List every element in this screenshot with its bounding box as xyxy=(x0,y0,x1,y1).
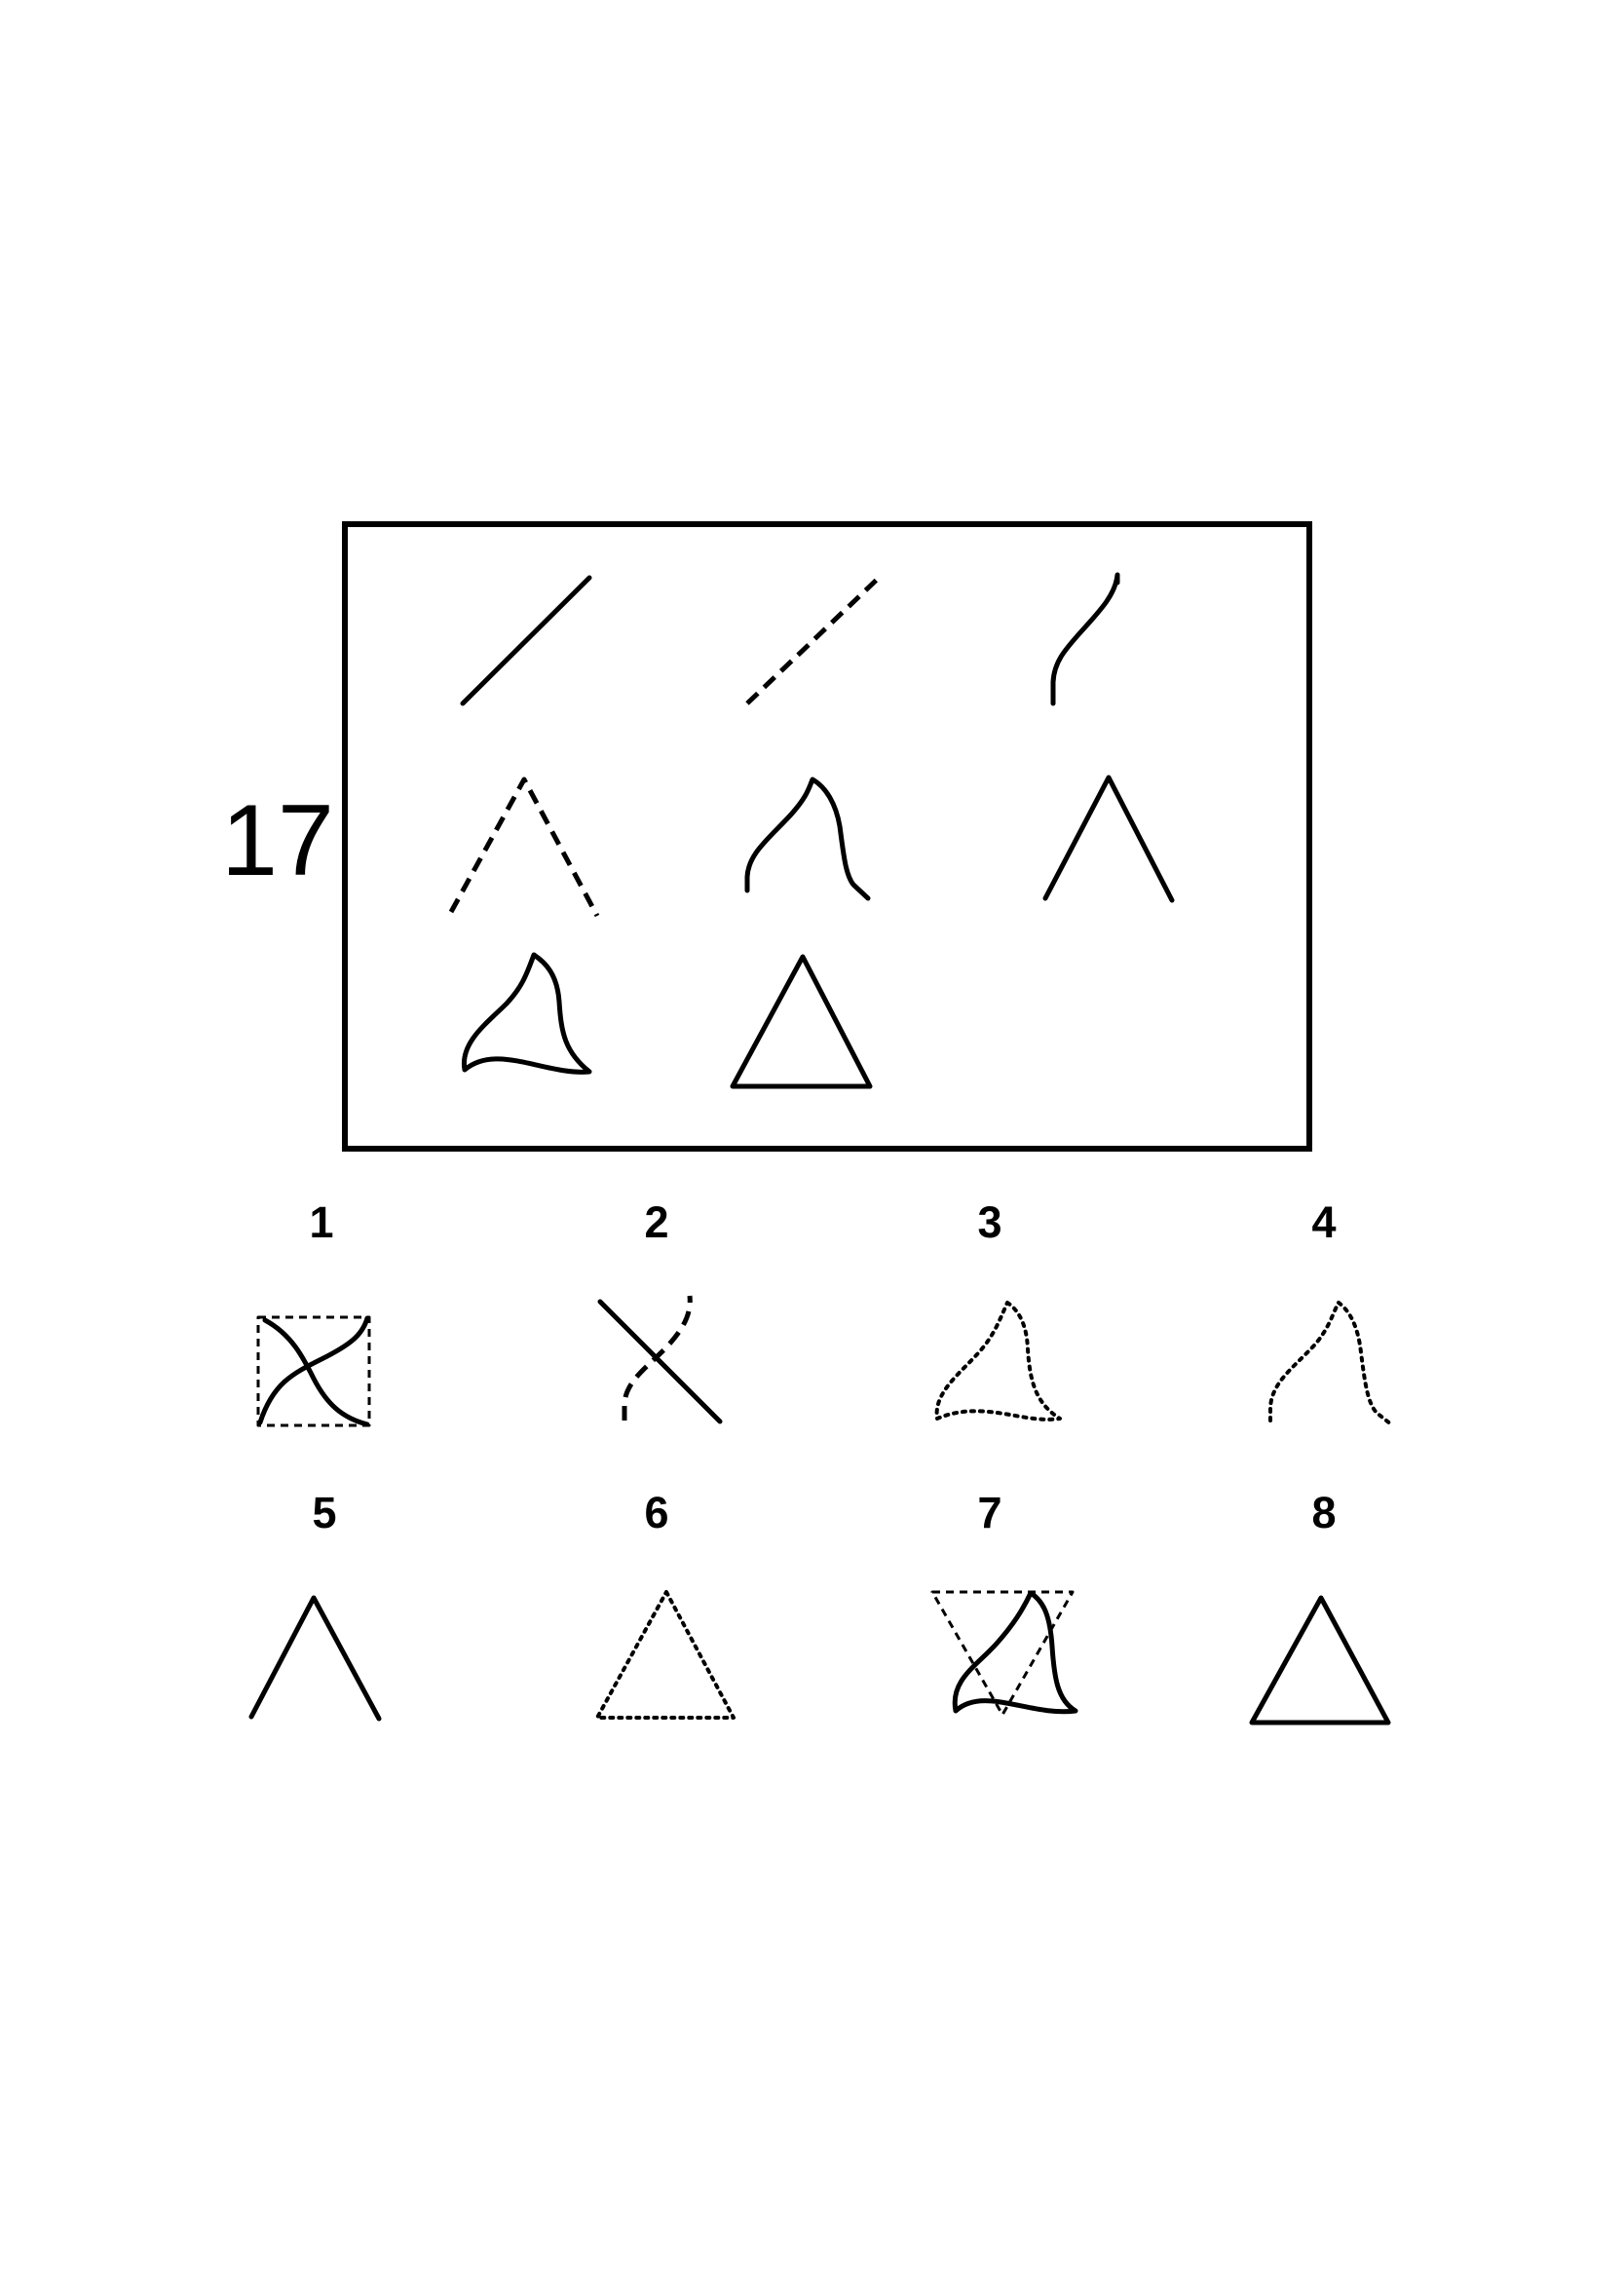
matrix-cell-3-1 xyxy=(461,952,592,1075)
dashed-square-shape xyxy=(256,1315,371,1427)
option-label-7: 7 xyxy=(977,1488,1001,1537)
solid-line-shape xyxy=(460,575,592,706)
option-3-figure[interactable] xyxy=(934,1301,1062,1421)
option-label-8: 8 xyxy=(1311,1488,1336,1537)
matrix-cell-3-2 xyxy=(730,954,873,1089)
solid-triangle-shape xyxy=(730,954,873,1089)
dashed-inverted-triangle-shape xyxy=(930,1590,1075,1717)
solid-caret-shape xyxy=(1042,775,1175,903)
matrix-cell-2-1 xyxy=(448,777,600,918)
option-label-3: 3 xyxy=(977,1197,1001,1247)
wavy-line-shape xyxy=(1050,572,1120,706)
dotted-wavy-triangle-shape xyxy=(934,1301,1062,1421)
wavy-triangle-shape xyxy=(952,1590,1078,1715)
question-number: 17 xyxy=(221,784,334,897)
option-label-5: 5 xyxy=(312,1488,336,1537)
option-8-figure[interactable] xyxy=(1249,1595,1391,1725)
option-2-figure[interactable] xyxy=(597,1295,723,1424)
matrix-cell-2-2 xyxy=(744,777,871,901)
option-label-2: 2 xyxy=(644,1197,668,1247)
solid-caret-shape xyxy=(248,1595,382,1722)
option-6-figure[interactable] xyxy=(595,1590,736,1720)
curve-shape xyxy=(262,1317,370,1427)
option-5-figure[interactable] xyxy=(248,1595,382,1722)
wavy-caret-shape xyxy=(744,777,871,901)
matrix-cell-1-2 xyxy=(745,576,881,705)
solid-line-shape xyxy=(597,1299,723,1424)
dashed-line-shape xyxy=(745,576,881,705)
option-1-figure[interactable] xyxy=(256,1315,371,1427)
option-4-figure[interactable] xyxy=(1268,1301,1393,1426)
dotted-wavy-caret-shape xyxy=(1268,1301,1393,1426)
option-label-4: 4 xyxy=(1311,1197,1336,1247)
matrix-cell-2-3 xyxy=(1042,775,1175,903)
solid-triangle-shape xyxy=(1249,1595,1391,1725)
option-label-6: 6 xyxy=(644,1488,668,1537)
dashed-caret-shape xyxy=(448,777,600,918)
curve-shape xyxy=(257,1315,370,1425)
dotted-triangle-shape xyxy=(595,1590,736,1720)
matrix-frame xyxy=(342,521,1312,1152)
matrix-cell-1-1 xyxy=(460,575,592,706)
option-label-1: 1 xyxy=(309,1197,333,1247)
option-7-figure[interactable] xyxy=(930,1590,1078,1717)
matrix-cell-1-3 xyxy=(1050,572,1120,706)
wavy-triangle-shape xyxy=(461,952,592,1075)
dashed-wavy-line-shape xyxy=(622,1295,693,1421)
